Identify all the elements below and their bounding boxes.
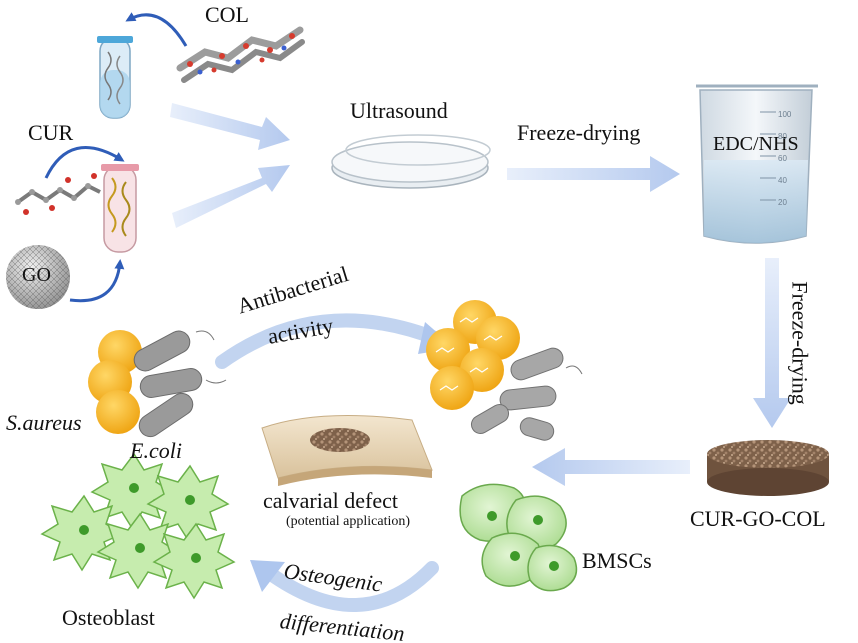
beaker-tick-60: 60 <box>778 154 787 163</box>
curved-arrow-antibacterial <box>215 313 455 369</box>
osteoblast-cells <box>40 452 236 600</box>
flow-arrow-freeze-drying-horizontal <box>507 156 680 192</box>
label-edc-nhs: EDC/NHS <box>713 133 799 155</box>
go-curved-arrow <box>69 259 125 303</box>
label-potential-application: (potential application) <box>286 514 411 529</box>
curved-arrow-osteogenic <box>250 560 439 612</box>
bmsc-cells <box>459 483 578 592</box>
bacteria-group-left <box>88 330 227 438</box>
label-bmscs: BMSCs <box>582 548 652 573</box>
bacteria-group-right-damaged <box>426 300 583 441</box>
beaker-tick-labels: 100 80 60 40 20 <box>778 104 791 214</box>
calvarial-defect-illustration <box>261 415 433 486</box>
scaffold-disc-icon <box>707 440 829 496</box>
flow-arrow-col-to-ultrasound <box>170 103 290 150</box>
label-e-coli: E.coli <box>130 438 182 463</box>
label-ultrasound: Ultrasound <box>350 98 448 123</box>
flow-arrow-cur-to-ultrasound <box>172 165 290 228</box>
col-test-tube-icon <box>97 36 133 119</box>
flow-arrow-product-to-bmscs <box>532 448 690 486</box>
label-calvarial-defect: calvarial defect <box>263 488 398 513</box>
beaker-tick-100: 100 <box>778 110 792 119</box>
label-go: GO <box>22 264 51 286</box>
beaker-tick-80: 80 <box>778 132 787 141</box>
beaker-tick-20: 20 <box>778 198 787 207</box>
label-cur: CUR <box>28 120 74 145</box>
label-freeze-drying-vertical: Freeze-drying <box>787 281 813 405</box>
label-product: CUR-GO-COL <box>690 506 826 531</box>
col-curved-arrow <box>125 12 188 47</box>
collagen-molecule-icon <box>176 26 305 83</box>
curcumin-molecule-icon <box>15 173 101 215</box>
beaker-tick-40: 40 <box>778 176 787 185</box>
osteoblast-nuclei <box>79 483 201 563</box>
petri-dish-icon <box>331 134 491 189</box>
label-osteoblast: Osteoblast <box>62 605 155 630</box>
cur-test-tube-icon <box>101 164 139 253</box>
cur-curved-arrow <box>44 146 125 179</box>
flow-arrow-freeze-drying-vertical <box>753 258 791 428</box>
go-sphere-icon <box>6 245 70 309</box>
label-s-aureus: S.aureus <box>6 410 82 435</box>
label-col: COL <box>205 2 249 27</box>
beaker-icon <box>696 84 818 244</box>
label-freeze-drying-horizontal: Freeze-drying <box>517 120 641 145</box>
